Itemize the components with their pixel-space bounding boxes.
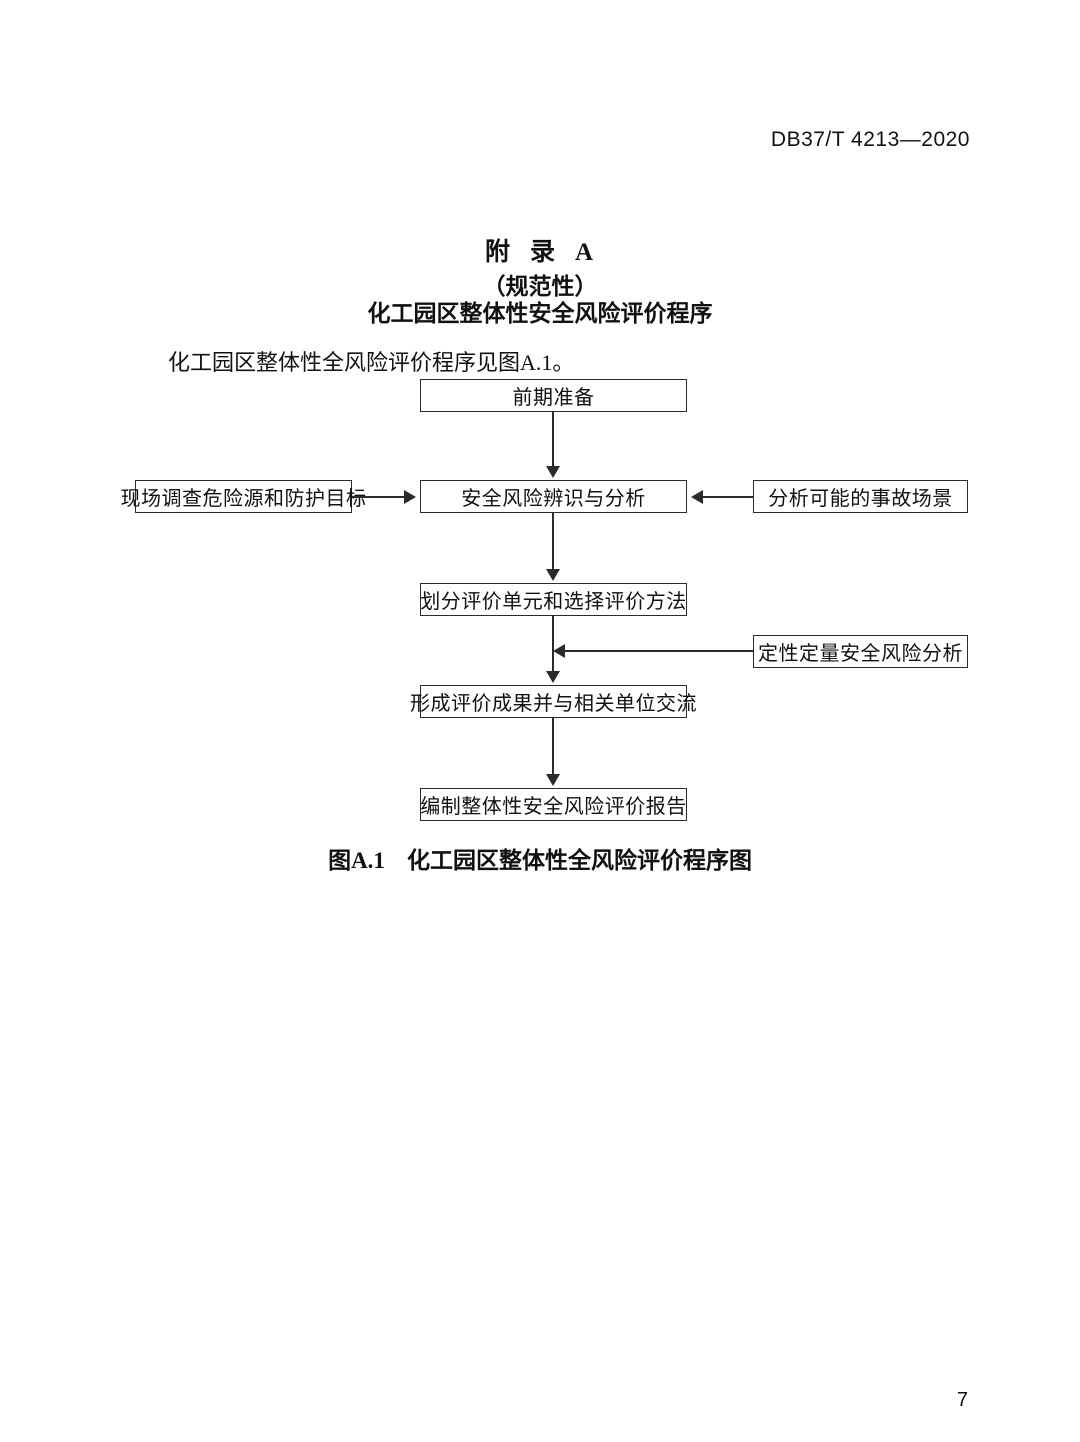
- flow-node-report: 编制整体性安全风险评价报告: [420, 788, 687, 821]
- flowchart: 前期准备 现场调查危险源和防护目标 安全风险辨识与分析 分析可能的事故场景 划分…: [121, 379, 968, 821]
- flow-node-site-survey: 现场调查危险源和防护目标: [121, 480, 366, 513]
- flow-node-preparation: 前期准备: [420, 379, 687, 412]
- flow-node-accident-scenarios: 分析可能的事故场景: [753, 480, 968, 513]
- arrowhead-into-results-top: [546, 671, 560, 683]
- flow-node-results-exchange: 形成评价成果并与相关单位交流: [410, 685, 697, 718]
- flow-node-identification: 安全风险辨识与分析: [420, 480, 687, 513]
- arrowhead-into-main-column: [553, 644, 565, 658]
- connector-preparation-to-identification: [552, 412, 554, 468]
- page-number: 7: [956, 1389, 968, 1411]
- annex-label-prefix: 附: [484, 239, 512, 266]
- figure-caption-text: 化工园区整体性全风险评价程序图: [406, 848, 752, 873]
- arrowhead-into-identification-top: [546, 466, 560, 478]
- connector-quant-to-main-column: [565, 650, 753, 652]
- figure-caption: 图A.1 化工园区整体性全风险评价程序图: [0, 841, 1080, 875]
- flow-node-quantitative-analysis: 定性定量安全风险分析: [753, 635, 968, 668]
- connector-results-to-report: [552, 718, 554, 776]
- connector-identification-to-unit: [552, 513, 554, 571]
- flow-node-unit-method: 划分评价单元和选择评价方法: [420, 583, 687, 616]
- annex-nature: （规范性）: [482, 274, 598, 299]
- intro-paragraph: 化工园区整体性全风险评价程序见图A.1。: [168, 350, 575, 375]
- arrowhead-into-identification-right: [691, 490, 703, 504]
- arrowhead-into-identification-left: [404, 490, 416, 504]
- annex-label-word: 录: [529, 239, 557, 266]
- connector-survey-to-identification: [352, 496, 404, 498]
- running-header: DB37/T 4213—2020: [770, 128, 970, 151]
- arrowhead-into-unit-top: [546, 569, 560, 581]
- arrowhead-into-report-top: [546, 774, 560, 786]
- annex-label-letter: A: [574, 239, 596, 266]
- connector-scenarios-to-identification: [703, 496, 753, 498]
- figure-caption-number: 图A.1: [328, 848, 385, 873]
- annex-name: 化工园区整体性安全风险评价程序: [367, 301, 713, 326]
